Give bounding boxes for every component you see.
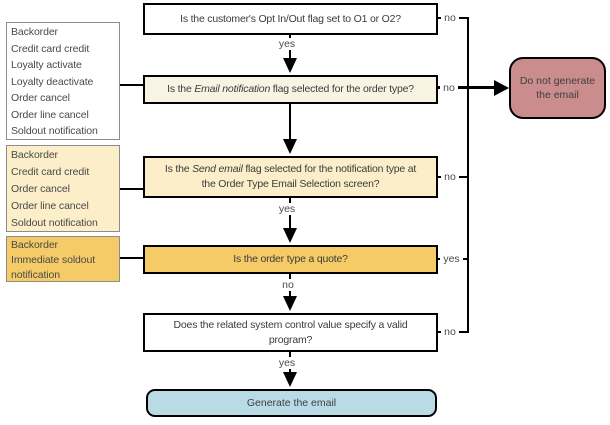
order-type-list-all-email-types: Backorder Credit card credit Loyalty act… <box>6 22 120 140</box>
decision-text: Is the Email notification flag selected … <box>145 82 436 97</box>
list-item: Order cancel <box>11 183 70 195</box>
list-item: Soldout notification <box>11 217 98 229</box>
list-item: Loyalty deactivate <box>11 75 94 88</box>
arrowhead-down-d4 <box>283 228 297 243</box>
list-item: Order cancel <box>11 92 70 104</box>
edge-label-yes: yes <box>274 203 300 215</box>
list-item: Backorder <box>11 149 58 161</box>
text-suffix: flag selected for the notification type … <box>242 163 417 175</box>
edge-d2-no-branch <box>437 86 495 89</box>
connector-list1-to-decision2 <box>120 84 143 86</box>
list-item: Order line cancel <box>11 108 89 121</box>
arrowhead-down-d2 <box>283 58 297 73</box>
terminal-text: Do not generate the email <box>519 75 596 101</box>
text-emphasis: Email notification <box>194 83 271 95</box>
arrowhead-down-generate <box>283 372 297 387</box>
arrowhead-down-d3 <box>283 139 297 154</box>
decision-text: Does the related system control value sp… <box>145 318 436 348</box>
text-line2: the Order Type Email Selection screen? <box>201 178 380 190</box>
order-type-list-quote-types: Backorder Immediate soldout notification <box>6 236 120 282</box>
arrowhead-right-do-not-generate <box>494 80 509 96</box>
list-item: Soldout notification <box>11 125 98 137</box>
list-item: Order line cancel <box>11 200 89 212</box>
list-item: Immediate soldout notification <box>11 254 96 281</box>
edge-label-no: no <box>441 326 459 338</box>
decision-order-type-quote: Is the order type a quote? <box>143 245 438 274</box>
decision-text: Is the Send email flag selected for the … <box>145 162 436 192</box>
terminal-generate-email: Generate the email <box>146 389 437 417</box>
decision-opt-in-out-flag: Is the customer's Opt In/Out flag set to… <box>143 3 438 35</box>
decision-text: Is the order type a quote? <box>233 253 348 265</box>
text-emphasis: Send email <box>192 163 243 175</box>
terminal-do-not-generate-email: Do not generate the email <box>509 57 606 119</box>
edge-label-no: no <box>441 171 459 183</box>
decision-email-notification-flag: Is the Email notification flag selected … <box>143 75 438 104</box>
list-item: Backorder <box>11 239 58 251</box>
edge-d2-to-d3 <box>289 104 291 140</box>
connector-list2-to-decision3 <box>120 188 143 190</box>
text-suffix: flag selected for the order type? <box>270 83 414 95</box>
decision-text: Is the customer's Opt In/Out flag set to… <box>180 12 401 25</box>
text-prefix: Is the <box>167 83 195 95</box>
collector-line-to-negative-terminal <box>467 17 469 333</box>
edge-label-no: no <box>278 279 298 291</box>
arrowhead-down-d5 <box>283 296 297 311</box>
list-item: Credit card credit <box>11 166 90 178</box>
list-item: Credit card credit <box>11 42 90 55</box>
list-item: Backorder <box>11 26 58 38</box>
edge-label-no: no <box>441 12 459 24</box>
connector-list3-to-decision4 <box>120 257 143 259</box>
decision-system-control-value: Does the related system control value sp… <box>143 313 438 352</box>
edge-label-yes: yes <box>440 253 463 265</box>
terminal-text: Generate the email <box>246 397 337 409</box>
text-line2: program? <box>268 333 313 346</box>
decision-send-email-flag: Is the Send email flag selected for the … <box>143 156 438 198</box>
edge-label-yes: yes <box>274 38 300 50</box>
text-prefix: Is the <box>164 163 193 175</box>
order-type-list-notification-types: Backorder Credit card credit Order cance… <box>6 145 120 232</box>
list-item: Loyalty activate <box>11 59 82 71</box>
edge-label-no: no <box>440 82 458 94</box>
edge-label-yes: yes <box>274 357 300 369</box>
text-line1: Does the related system control value sp… <box>173 318 408 331</box>
